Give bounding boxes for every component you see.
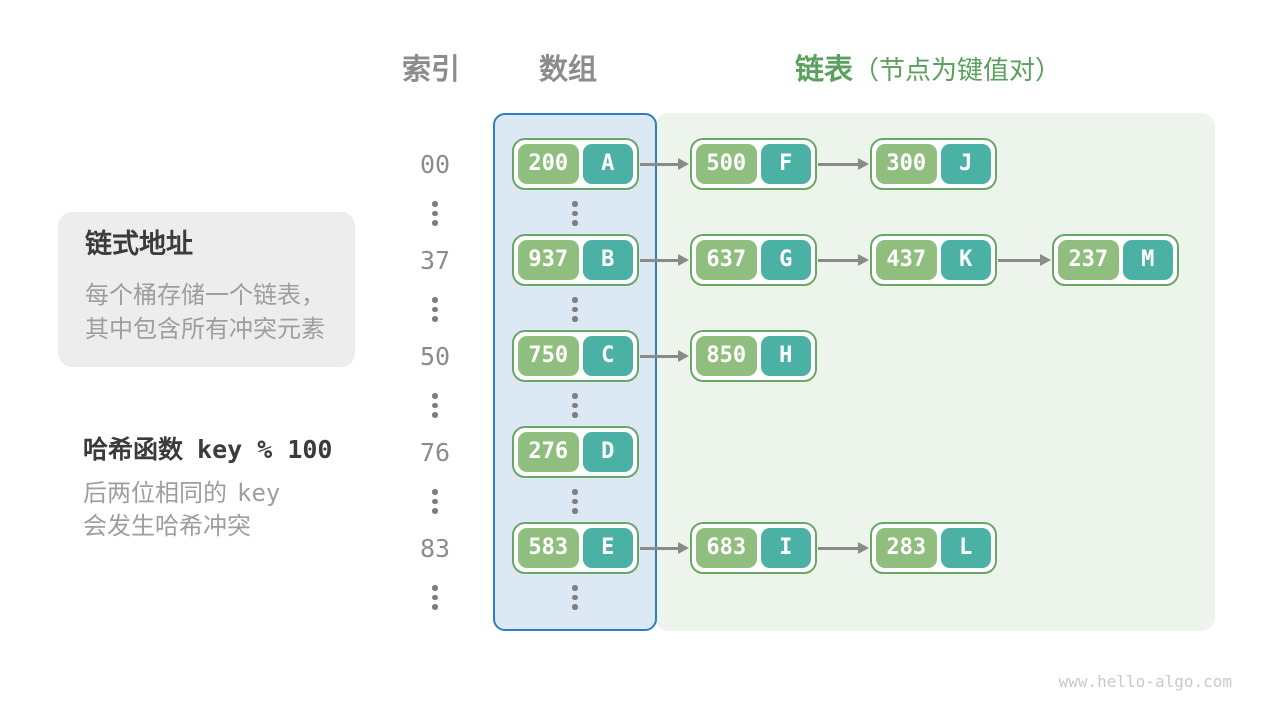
node-value-cell: L (940, 528, 991, 568)
ellipsis-icon (432, 201, 438, 226)
node-value-cell: C (582, 336, 633, 376)
arrow-right-icon (818, 253, 869, 267)
chaining-card-line-1: 每个桶存储一个链表， (85, 282, 325, 309)
node-value-cell: A (582, 144, 633, 184)
ellipsis-icon (572, 201, 578, 226)
node-value-cell: H (760, 336, 811, 376)
node-value-cell: F (760, 144, 811, 184)
hash-function-code: key % 100 (197, 435, 333, 464)
node-key-cell: 683 (696, 528, 757, 568)
hash-note-line-2: 会发生哈希冲突 (83, 513, 251, 540)
node-key-cell: 500 (696, 144, 757, 184)
linked-list-heading-main: 链表 (795, 54, 854, 86)
array-column-heading: 数组 (539, 54, 598, 86)
ellipsis-icon (432, 489, 438, 514)
arrow-right-icon (640, 253, 689, 267)
arrow-right-icon (998, 253, 1051, 267)
index-label: 50 (419, 342, 451, 371)
index-label: 00 (419, 150, 451, 179)
hash-function-title-text: 哈希函数 (83, 436, 184, 464)
chaining-card-title: 链式地址 (85, 229, 193, 259)
hash-note-line-1-text: 后两位相同的 (83, 480, 227, 507)
ellipsis-icon (432, 585, 438, 610)
chaining-card-line-2: 其中包含所有冲突元素 (85, 316, 325, 343)
node-key-cell: 276 (518, 432, 579, 472)
arrow-right-icon (818, 157, 869, 171)
index-column-heading: 索引 (402, 54, 461, 86)
node-key-cell: 937 (518, 240, 579, 280)
chaining-info-card (58, 212, 355, 367)
node-value-cell: G (760, 240, 811, 280)
node-value-cell: M (1122, 240, 1173, 280)
ellipsis-icon (432, 393, 438, 418)
index-label: 37 (419, 246, 451, 275)
node-value-cell: K (940, 240, 991, 280)
index-label: 83 (419, 534, 451, 563)
watermark: www.hello-algo.com (1058, 672, 1232, 691)
arrow-right-icon (640, 349, 689, 363)
node-value-cell: J (940, 144, 991, 184)
arrow-right-icon (640, 541, 689, 555)
node-key-cell: 850 (696, 336, 757, 376)
ellipsis-icon (572, 297, 578, 322)
node-value-cell: E (582, 528, 633, 568)
node-key-cell: 283 (876, 528, 937, 568)
arrow-right-icon (818, 541, 869, 555)
node-value-cell: B (582, 240, 633, 280)
node-key-cell: 300 (876, 144, 937, 184)
ellipsis-icon (572, 393, 578, 418)
node-key-cell: 437 (876, 240, 937, 280)
node-key-cell: 583 (518, 528, 579, 568)
ellipsis-icon (572, 489, 578, 514)
ellipsis-icon (572, 585, 578, 610)
hash-function-title: 哈希函数 key % 100 (83, 436, 332, 465)
linked-list-heading-note: （节点为键值对） (853, 55, 1062, 85)
index-label: 76 (419, 438, 451, 467)
arrow-right-icon (640, 157, 689, 171)
node-key-cell: 237 (1058, 240, 1119, 280)
node-key-cell: 200 (518, 144, 579, 184)
hash-note-line-1: 后两位相同的 key (83, 480, 280, 507)
node-key-cell: 750 (518, 336, 579, 376)
node-value-cell: D (582, 432, 633, 472)
linked-list-heading: 链表（节点为键值对） (795, 56, 1061, 85)
node-key-cell: 637 (696, 240, 757, 280)
ellipsis-icon (432, 297, 438, 322)
node-value-cell: I (760, 528, 811, 568)
hash-note-line-1-code: key (237, 479, 281, 507)
